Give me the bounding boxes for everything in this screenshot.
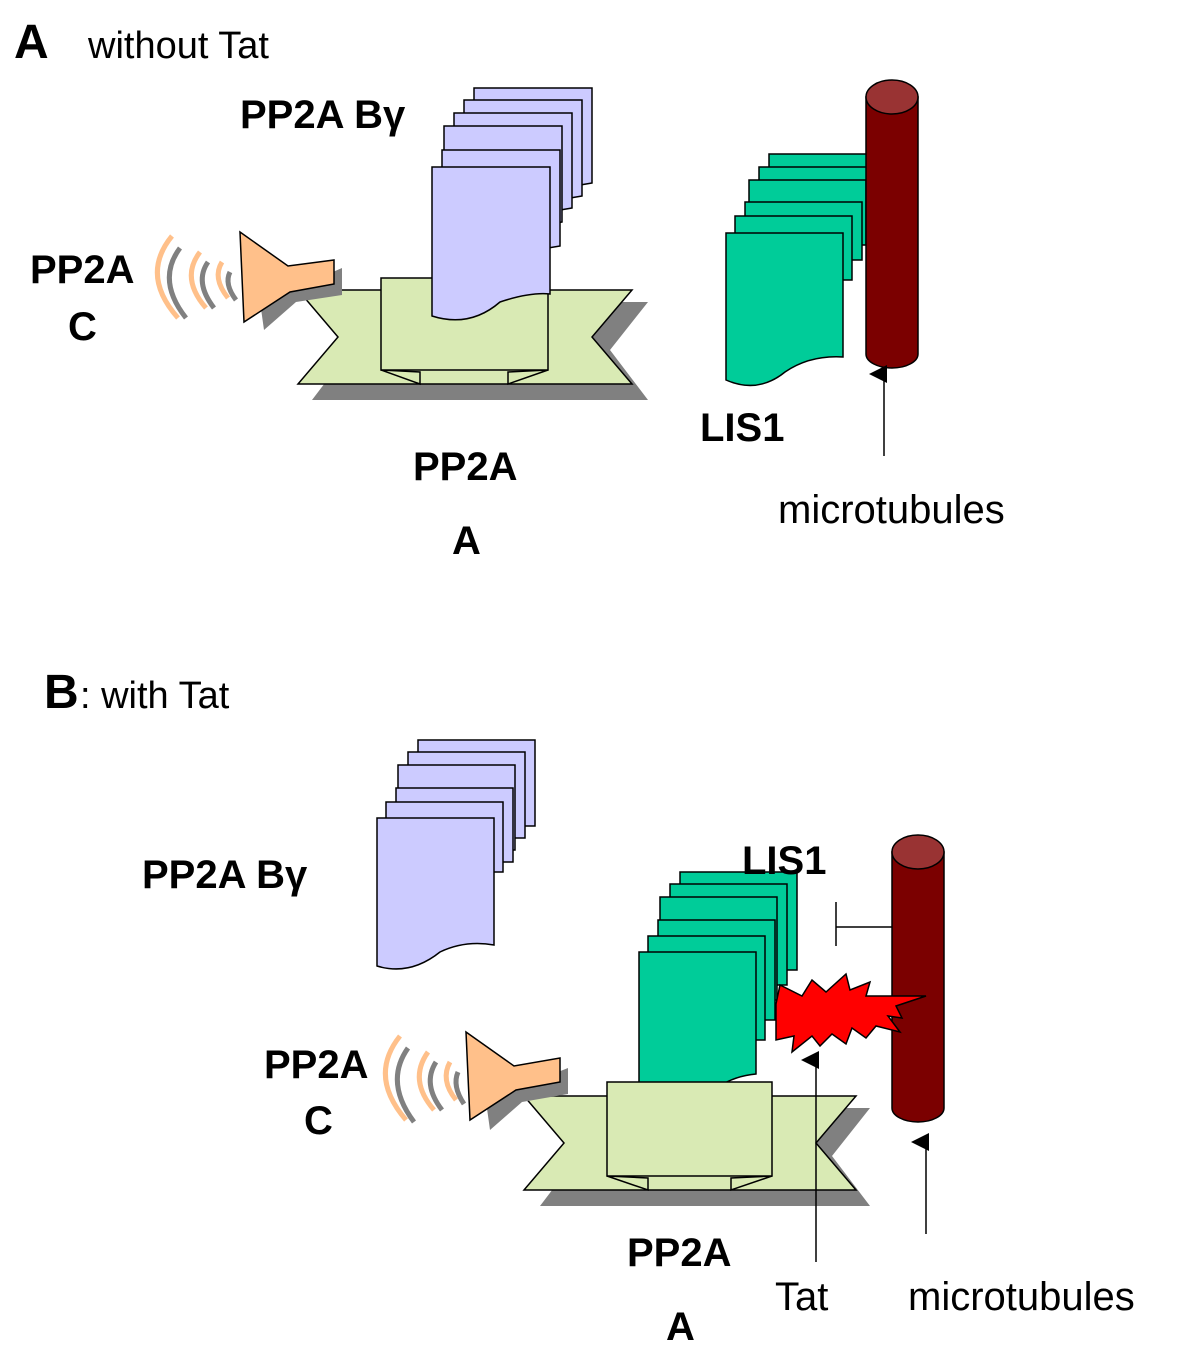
lis1-sheet-1 (725, 232, 844, 387)
tat-protein (775, 972, 927, 1054)
arc-orange-2 (416, 1050, 436, 1112)
panel-a-letter: A (14, 16, 49, 69)
pp2a-a-fold-left (380, 369, 421, 386)
pp2a-b-gamma-stack (431, 87, 593, 321)
lis1-sheet-1 (638, 951, 757, 1087)
panel-b-label-microtubules: microtubules (908, 1275, 1135, 1319)
panel-b-label-a-line2: A (666, 1305, 695, 1349)
b-gamma-sheet-1 (431, 166, 551, 321)
panel-a-label-microtubules: microtubules (778, 488, 1005, 532)
microtubule-a (865, 79, 919, 369)
pp2a-a-fold-right (507, 369, 549, 386)
microtubule-a-body (865, 96, 919, 369)
pp2a-a-fold-left-b (606, 1175, 649, 1192)
pp2a-c-subunit (239, 230, 342, 330)
microtubule-b-body (891, 851, 945, 1123)
arc-orange-3 (215, 260, 230, 300)
arc-orange-1 (382, 1034, 408, 1122)
panel-b-label-b-gamma: PP2A Bγ (142, 853, 308, 897)
arc-gray-1 (394, 1046, 417, 1124)
arc-gray-3 (225, 270, 239, 302)
pp2a-a-center-panel-b (606, 1081, 773, 1177)
pp2a-c-activity-arcs (155, 234, 239, 320)
panel-b-label-c-line1: PP2A (264, 1043, 369, 1087)
pp2a-a-fold-right-b (730, 1175, 773, 1192)
panel-a-label-b-gamma: PP2A Bγ (240, 93, 406, 137)
microtubule-b (891, 834, 945, 1123)
panel-b: B : with Tat PP2A Bγ (44, 666, 1135, 1349)
panel-b-label-c-line2: C (304, 1099, 333, 1143)
arc-gray-3 (453, 1071, 467, 1106)
pp2a-c-megaphone (239, 230, 335, 324)
arc-gray-1 (166, 246, 188, 320)
lis1-stack-b (638, 871, 798, 1087)
b-gamma-sheet-1 (376, 817, 495, 970)
pp2a-b-gamma-stack-detached (376, 739, 536, 970)
panel-b-letter: B (44, 666, 79, 719)
pp2a-c-megaphone-b (465, 1030, 561, 1122)
panel-b-label-tat: Tat (775, 1275, 828, 1319)
panel-a-label-a-line1: PP2A (413, 445, 518, 489)
panel-b-label-a-line1: PP2A (627, 1231, 732, 1275)
panel-a-label-c-line2: C (68, 305, 97, 349)
pp2a-c-subunit-b (465, 1030, 568, 1130)
panel-a-label-lis1: LIS1 (700, 406, 784, 450)
arc-gray-2 (427, 1060, 445, 1112)
arc-orange-1 (155, 234, 180, 320)
microtubule-b-top (891, 834, 945, 870)
pp2a-c-activity-arcs-b (382, 1034, 467, 1124)
arc-orange-3 (443, 1060, 458, 1102)
arc-gray-2 (199, 260, 217, 310)
arc-orange-2 (188, 250, 208, 310)
panel-a-label-c-line1: PP2A (30, 248, 135, 292)
panel-a-caption: without Tat (87, 25, 269, 67)
panel-a: A without Tat PP2A Bγ (14, 16, 1005, 563)
panel-b-label-lis1: LIS1 (742, 839, 826, 883)
pp2a-c-shadow (252, 245, 342, 330)
inhibition-marker (835, 902, 892, 946)
microtubule-a-top (865, 79, 919, 115)
panel-a-label-a-line2: A (452, 519, 481, 563)
panel-b-caption: : with Tat (80, 675, 230, 717)
lis1-stack (725, 153, 887, 387)
